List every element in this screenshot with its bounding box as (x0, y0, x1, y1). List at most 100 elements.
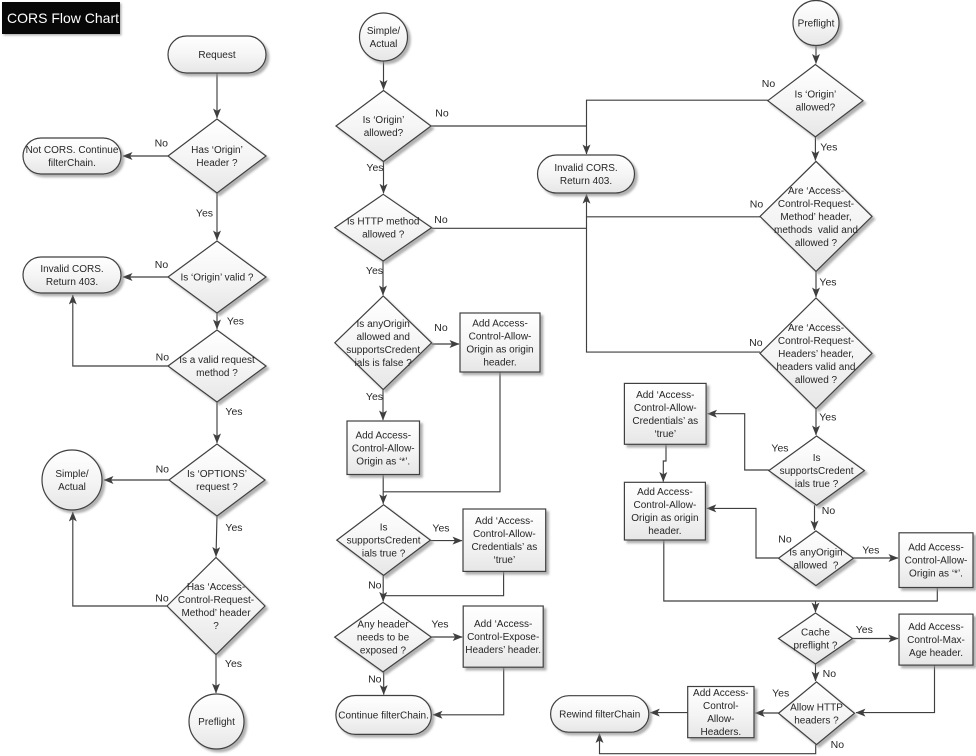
node-simple-actual-left: Simple/Actual (41, 449, 103, 511)
node-continue-filterchain: Continue filterChain. (335, 694, 432, 736)
rewind-filterchain-shape (549, 695, 650, 733)
edge-acrm-no-to-invalid (582, 193, 761, 218)
node-is-origin-allowed-right: Is ‘Origin’allowed? (766, 63, 864, 138)
label-any-header-no: No (368, 674, 382, 686)
edge-supportscred-right-yes-to-credentials (707, 409, 769, 471)
label-anyorigin-supportscred-yes: Yes (366, 391, 383, 403)
edge-credentials-right-to-origin-header-right (659, 444, 668, 482)
is-options-request-label: Is ‘OPTIONS’request ? (187, 469, 247, 493)
label-has-origin-yes: Yes (196, 208, 213, 220)
add-max-age-header-label: Add Access-Control-Max-Age header. (907, 622, 965, 659)
is-origin-allowed-right-shape (766, 63, 864, 138)
node-is-origin-allowed-mid: Is ‘Origin’allowed? (334, 89, 433, 163)
label-http-method-yes: Yes (366, 265, 383, 277)
node-add-acao-star-right: Add Access-Control-Allow-Origin as ‘*’. (898, 532, 974, 589)
simple-actual-mid-shape (358, 12, 409, 62)
simple-actual-left-label: Simple/Actual (55, 469, 89, 493)
node-add-acao-star-mid: Add Access-Control-Allow-Origin as ‘*’. (346, 420, 421, 476)
preflight-right-label: Preflight (798, 19, 835, 30)
are-acrm-valid-allowed-label: Are ‘Access-Control-Request-Method’ head… (774, 186, 858, 249)
has-acrm-header-shape (166, 556, 266, 656)
edge-options-yes-to-acrm-header (212, 515, 221, 557)
invalid-cors-mid-shape (536, 154, 636, 194)
edge-labels-layer: NoYesNoYesNoYesNoYesNoYesNoYesNoYesNoYes… (155, 78, 880, 751)
label-anyorigin-right-yes: Yes (862, 544, 879, 556)
node-has-origin-header: Has ‘Origin’Header ? (167, 118, 267, 194)
has-origin-header-shape (167, 118, 267, 194)
label-origin-valid-no: No (155, 259, 169, 271)
rewind-filterchain-label: Rewind filterChain (559, 709, 640, 720)
is-origin-valid-label: Is ‘Origin’ valid ? (181, 273, 254, 284)
edge-valid-method-no-to-invalid (68, 294, 168, 367)
label-allow-http-no: No (831, 739, 845, 751)
node-add-acah-headers: Add Access-Control-Allow-Headers. (687, 685, 755, 739)
cache-preflight-shape (777, 612, 854, 665)
is-http-method-allowed-shape (333, 193, 433, 262)
continue-filterchain-label: Continue filterChain. (338, 710, 429, 721)
simple-actual-left-shape (41, 449, 103, 511)
add-acac-true-mid-shape (462, 508, 547, 573)
edge-acrm-header-no-to-simple-actual (68, 511, 167, 607)
label-supportscred-right-yes: Yes (771, 443, 788, 455)
add-acac-true-mid-label: Add ‘Access-Control-Allow-Credentials’ a… (471, 516, 537, 566)
label-cache-no: No (823, 668, 837, 680)
node-preflight-right: Preflight (792, 0, 840, 47)
label-options-yes: Yes (225, 522, 242, 534)
is-anyorigin-allowed-shape (777, 530, 855, 587)
label-origin-allowed-mid-yes: Yes (366, 162, 383, 174)
edges-layer (68, 45, 938, 755)
continue-filterchain-shape (335, 694, 432, 736)
edge-origin-header-box-join (383, 372, 501, 493)
is-origin-valid-shape (166, 240, 268, 314)
has-origin-header-label: Has ‘Origin’Header ? (191, 145, 243, 169)
add-acao-star-right-label: Add Access-Control-Allow-Origin as ‘*’. (905, 543, 968, 580)
is-origin-allowed-mid-shape (334, 89, 433, 163)
node-add-acao-origin-mid: Add Access-Control-Allow-Origin as origi… (459, 312, 541, 373)
add-acao-star-mid-label: Add Access-Control-Allow-Origin as ‘*’. (352, 430, 415, 467)
add-acao-origin-mid-label: Add Access-Control-Allow-Origin as origi… (466, 319, 533, 369)
label-has-origin-no: No (155, 138, 169, 150)
label-any-header-yes: Yes (431, 618, 448, 630)
edge-star-right-join (815, 587, 938, 602)
request-shape (167, 35, 267, 74)
node-is-options-request: Is ‘OPTIONS’request ? (168, 443, 266, 517)
label-anyorigin-supportscred-no: No (434, 322, 448, 334)
add-acac-true-right-shape (623, 382, 707, 445)
label-acrm-header-no: No (155, 593, 169, 605)
label-allow-http-yes: Yes (772, 687, 789, 699)
node-are-acrh-valid-allowed: Are ‘Access-Control-Request-Headers’ hea… (759, 297, 873, 410)
edge-origin-header-right-join (663, 540, 816, 602)
label-http-method-no: No (434, 214, 448, 226)
edge-max-age-to-allow-http (855, 665, 936, 717)
node-rewind-filterchain: Rewind filterChain (549, 695, 650, 733)
add-acah-headers-label: Add Access-Control-Allow-Headers. (693, 688, 749, 738)
node-add-max-age-header: Add Access-Control-Max-Age header. (898, 613, 974, 666)
node-are-acrm-valid-allowed: Are ‘Access-Control-Request-Method’ head… (759, 160, 873, 273)
label-acrh-yes: Yes (819, 412, 836, 424)
label-acrh-no: No (749, 337, 763, 349)
node-is-origin-valid: Is ‘Origin’ valid ? (166, 240, 268, 314)
preflight-left-shape (188, 693, 245, 750)
is-anyorigin-supportscred-false-shape (333, 295, 433, 391)
invalid-cors-left-label: Invalid CORS.Return 403. (40, 264, 103, 288)
node-invalid-cors-mid: Invalid CORS.Return 403. (536, 154, 636, 194)
add-acao-star-mid-shape (346, 420, 421, 476)
not-cors-continue-shape (22, 137, 122, 175)
is-valid-request-method-shape (166, 329, 268, 403)
edge-expose-box-to-continue (432, 667, 505, 719)
simple-actual-mid-label: Simple/Actual (367, 26, 401, 50)
